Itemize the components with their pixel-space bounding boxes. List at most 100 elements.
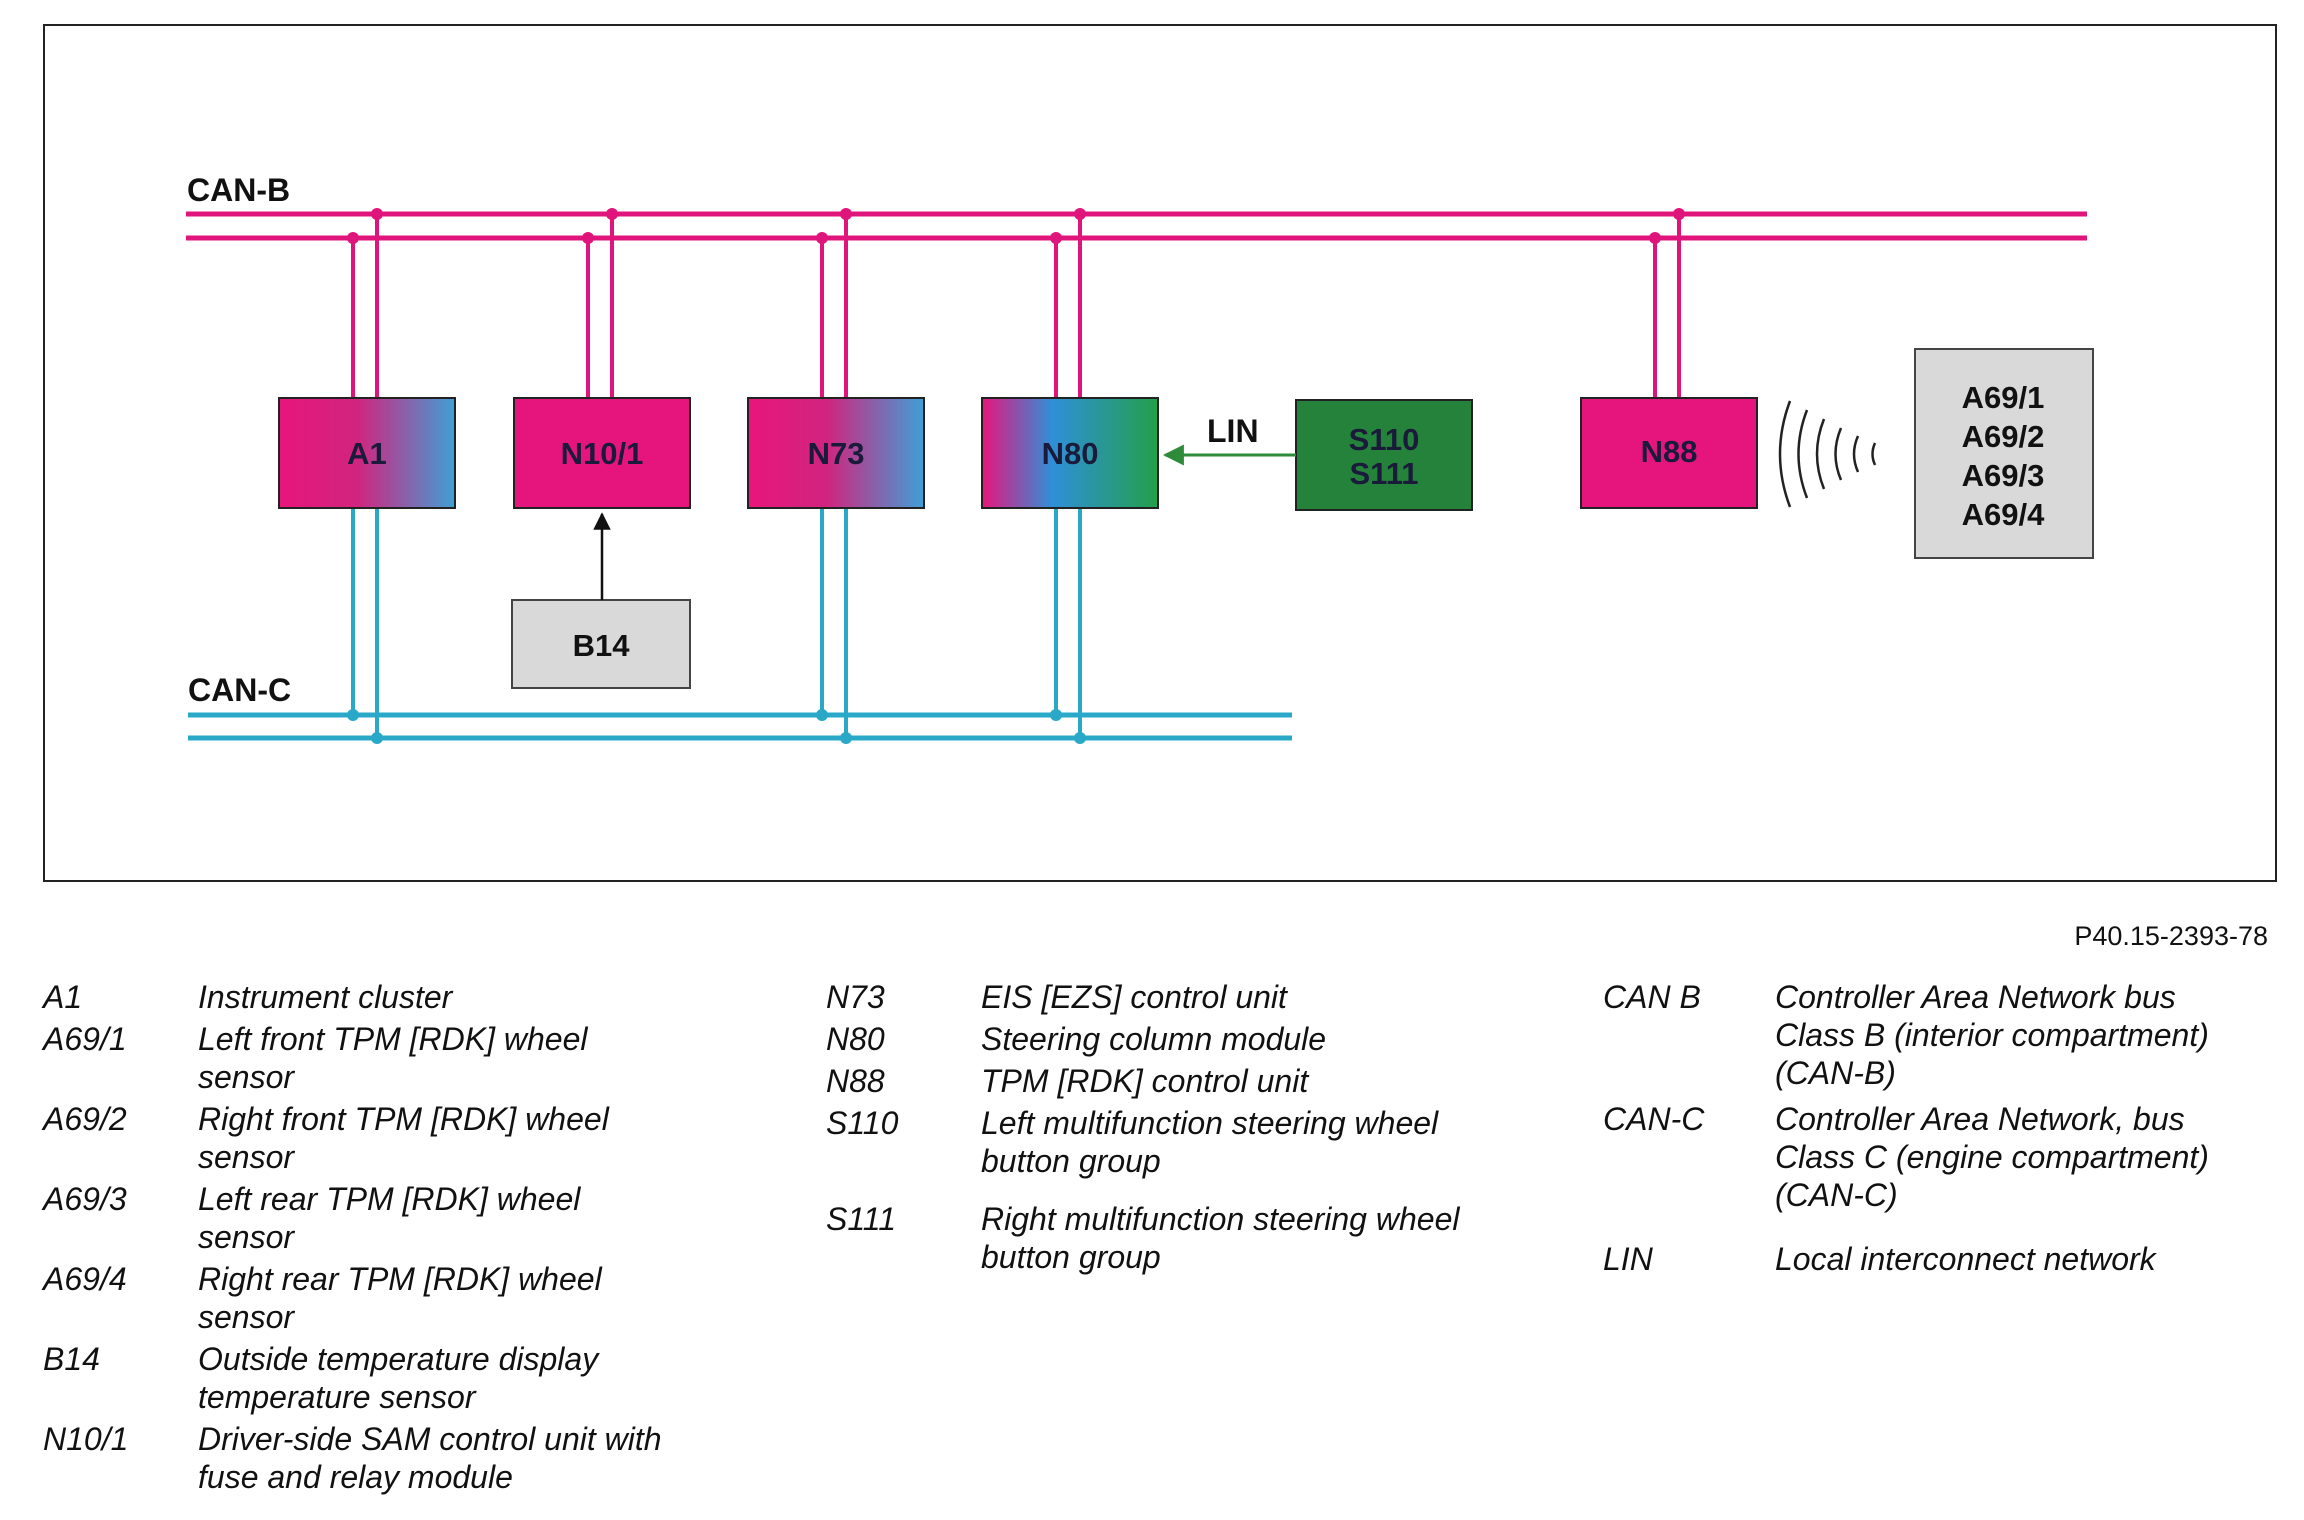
legend-description-line: (CAN-B) <box>1775 1055 1896 1091</box>
legend-description: Local interconnect network <box>1775 1240 2283 1278</box>
legend-description-line: button group <box>981 1143 1161 1179</box>
legend-description-line: (CAN-C) <box>1775 1177 1898 1213</box>
legend-description-line: Right rear TPM [RDK] wheel <box>198 1261 602 1297</box>
can-b-label: CAN-B <box>187 172 290 208</box>
svg-text:B14: B14 <box>573 628 631 663</box>
legend-code: LIN <box>1603 1241 1653 1277</box>
legend-description-line: Controller Area Network bus <box>1775 979 2176 1015</box>
legend-code: N88 <box>826 1063 885 1099</box>
legend-description-line: Instrument cluster <box>198 979 453 1015</box>
module-a1: A1 <box>278 397 456 509</box>
svg-text:N88: N88 <box>1641 434 1698 469</box>
legend-code: S111 <box>826 1201 896 1237</box>
can-b-junctions <box>347 208 1685 244</box>
legend-item: LIN Local interconnect network <box>1603 1240 2283 1278</box>
network-diagram: CAN-B CAN-C <box>186 172 2094 744</box>
legend-description-line: TPM [RDK] control unit <box>981 1063 1309 1099</box>
legend-code: A1 <box>43 979 83 1015</box>
legend-description-line: sensor <box>198 1059 295 1095</box>
module-s110-s111: S110 S111 <box>1295 399 1473 511</box>
legend-description-line: temperature sensor <box>198 1379 476 1415</box>
legend-code: N10/1 <box>43 1421 129 1457</box>
legend-item: A1 Instrument cluster <box>43 978 763 1016</box>
can-b-drops <box>351 214 1681 398</box>
svg-text:S111: S111 <box>1350 456 1419 491</box>
legend-item: N73 EIS [EZS] control unit <box>826 978 1586 1016</box>
module-a69-sensors: A69/1 A69/2 A69/3 A69/4 <box>1914 348 2094 559</box>
legend-description-line: Right multifunction steering wheel <box>981 1201 1460 1237</box>
legend-description-line: fuse and relay module <box>198 1459 513 1495</box>
module-b14: B14 <box>511 599 691 689</box>
can-c-label: CAN-C <box>188 672 291 708</box>
legend-description-line: sensor <box>198 1139 295 1175</box>
legend-description: Steering column module <box>981 1020 1586 1058</box>
can-c-drops <box>351 508 1082 738</box>
legend-description-line: Left rear TPM [RDK] wheel <box>198 1181 581 1217</box>
legend-description-line: Class C (engine compartment) <box>1775 1139 2209 1175</box>
module-n10-1: N10/1 <box>513 397 691 509</box>
legend-description-line: Right front TPM [RDK] wheel <box>198 1101 609 1137</box>
can-c-junctions <box>347 709 1086 744</box>
legend-description-line: button group <box>981 1239 1161 1275</box>
legend-code: A69/4 <box>43 1261 127 1297</box>
legend-item: N88 TPM [RDK] control unit <box>826 1062 1586 1100</box>
diagram-frame: CAN-B CAN-C <box>43 24 2277 882</box>
svg-text:A69/1: A69/1 <box>1962 380 2045 415</box>
legend-description-line: Steering column module <box>981 1021 1327 1057</box>
legend-description-line: Outside temperature display <box>198 1341 599 1377</box>
svg-text:A1: A1 <box>347 436 387 471</box>
lin-label: LIN <box>1207 413 1259 449</box>
svg-text:N80: N80 <box>1042 436 1099 471</box>
figure-id: P40.15-2393-78 <box>2074 921 2268 951</box>
legend-code: B14 <box>43 1341 100 1377</box>
legend-description-line: Local interconnect network <box>1775 1241 2156 1277</box>
legend-description-line: Controller Area Network, bus <box>1775 1101 2185 1137</box>
svg-text:N10/1: N10/1 <box>561 436 644 471</box>
legend-description-line: Left front TPM [RDK] wheel <box>198 1021 588 1057</box>
svg-text:A69/2: A69/2 <box>1962 419 2045 454</box>
module-n73: N73 <box>747 397 925 509</box>
legend-code: N80 <box>826 1021 885 1057</box>
legend-code: A69/3 <box>43 1181 127 1217</box>
legend-code: CAN-C <box>1603 1101 1705 1137</box>
legend-code: A69/2 <box>43 1101 127 1137</box>
legend-description: Instrument cluster <box>198 978 763 1016</box>
svg-text:S110: S110 <box>1349 422 1420 457</box>
legend-code: N73 <box>826 979 885 1015</box>
legend-description-line: Driver-side SAM control unit with <box>198 1421 662 1457</box>
radio-waves-icon <box>1778 400 1877 508</box>
legend-description-line: sensor <box>198 1219 295 1255</box>
svg-text:A69/3: A69/3 <box>1962 458 2045 493</box>
legend-description-line: Left multifunction steering wheel <box>981 1105 1439 1141</box>
legend-description: TPM [RDK] control unit <box>981 1062 1586 1100</box>
legend-code: A69/1 <box>43 1021 127 1057</box>
legend-description-line: EIS [EZS] control unit <box>981 979 1287 1015</box>
svg-text:N73: N73 <box>808 436 865 471</box>
module-n88: N88 <box>1580 397 1758 509</box>
svg-text:A69/4: A69/4 <box>1962 497 2045 532</box>
legend-code: S110 <box>826 1105 899 1141</box>
legend-item: N80 Steering column module <box>826 1020 1586 1058</box>
module-n80: N80 <box>981 397 1159 509</box>
